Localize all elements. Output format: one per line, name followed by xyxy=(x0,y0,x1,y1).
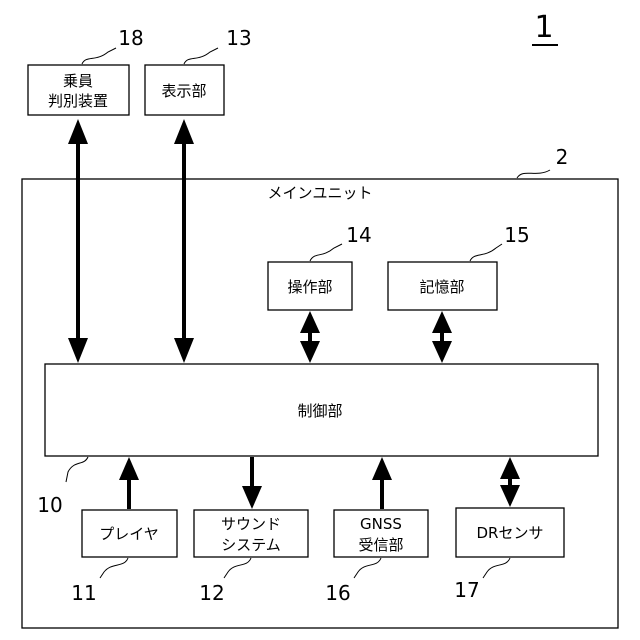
operation-label: 操作部 xyxy=(287,278,332,296)
sound-system-ref: 12 xyxy=(199,581,224,605)
control-label: 制御部 xyxy=(297,402,342,420)
main-unit-leader xyxy=(517,170,550,178)
gnss-receiver-label-2: 受信部 xyxy=(358,536,403,554)
gnss-receiver-label-1: GNSS xyxy=(360,515,402,533)
occupant-device-label-2: 判別装置 xyxy=(48,92,108,110)
main-unit-label: メインユニット xyxy=(267,184,372,202)
storage-label: 記憶部 xyxy=(419,278,464,296)
control-ref: 10 xyxy=(37,493,62,517)
dr-sensor-ref: 17 xyxy=(454,578,479,602)
player-label: プレイヤ xyxy=(99,525,159,543)
main-unit-ref: 2 xyxy=(556,145,569,169)
display-label: 表示部 xyxy=(161,82,206,100)
figure-number: 1 xyxy=(534,10,553,45)
sound-system-label-1: サウンド xyxy=(221,515,281,533)
display-leader xyxy=(184,48,218,64)
operation-ref: 14 xyxy=(346,223,371,247)
occupant-device-ref: 18 xyxy=(118,26,143,50)
storage-ref: 15 xyxy=(504,223,529,247)
sound-system-label-2: システム xyxy=(221,536,281,554)
display-ref: 13 xyxy=(226,26,251,50)
occupant-device-label-1: 乗員 xyxy=(63,72,93,90)
occupant-device-leader xyxy=(82,48,116,64)
gnss-receiver-ref: 16 xyxy=(325,581,350,605)
dr-sensor-label: DRセンサ xyxy=(477,524,544,542)
player-ref: 11 xyxy=(71,581,96,605)
